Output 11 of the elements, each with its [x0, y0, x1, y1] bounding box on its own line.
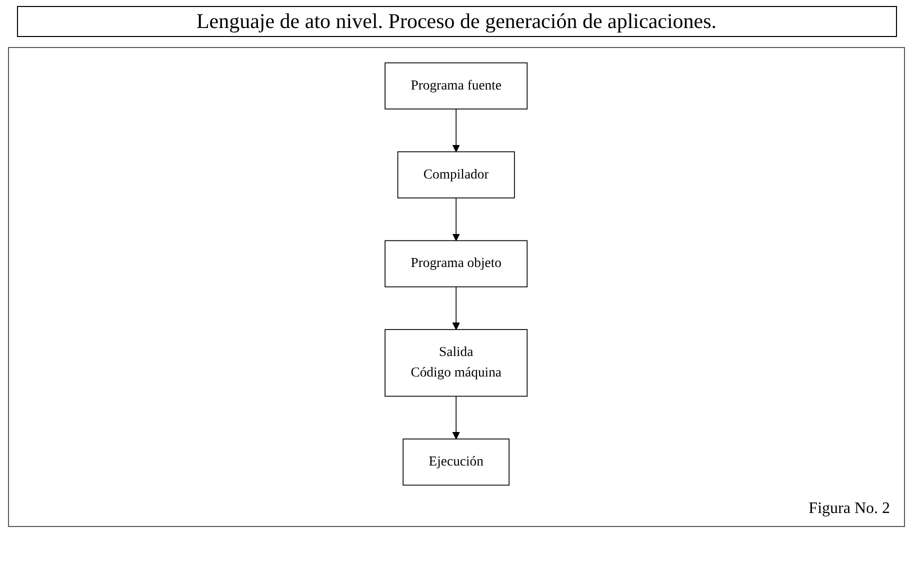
arrow [452, 396, 460, 440]
node-box: Salida Código máquina [385, 329, 528, 397]
arrow [452, 108, 460, 152]
node-box: Compilador [398, 151, 516, 198]
node-box: Programa fuente [385, 62, 528, 110]
title-banner: Lenguaje de ato nivel. Proceso de generación de aplicaciones. [16, 6, 896, 37]
node-box: Programa objeto [385, 240, 528, 288]
figure-caption: Figura No. 2 [808, 500, 890, 518]
arrow [452, 286, 460, 330]
arrow [452, 197, 460, 241]
node-box: Ejecución [403, 438, 510, 486]
